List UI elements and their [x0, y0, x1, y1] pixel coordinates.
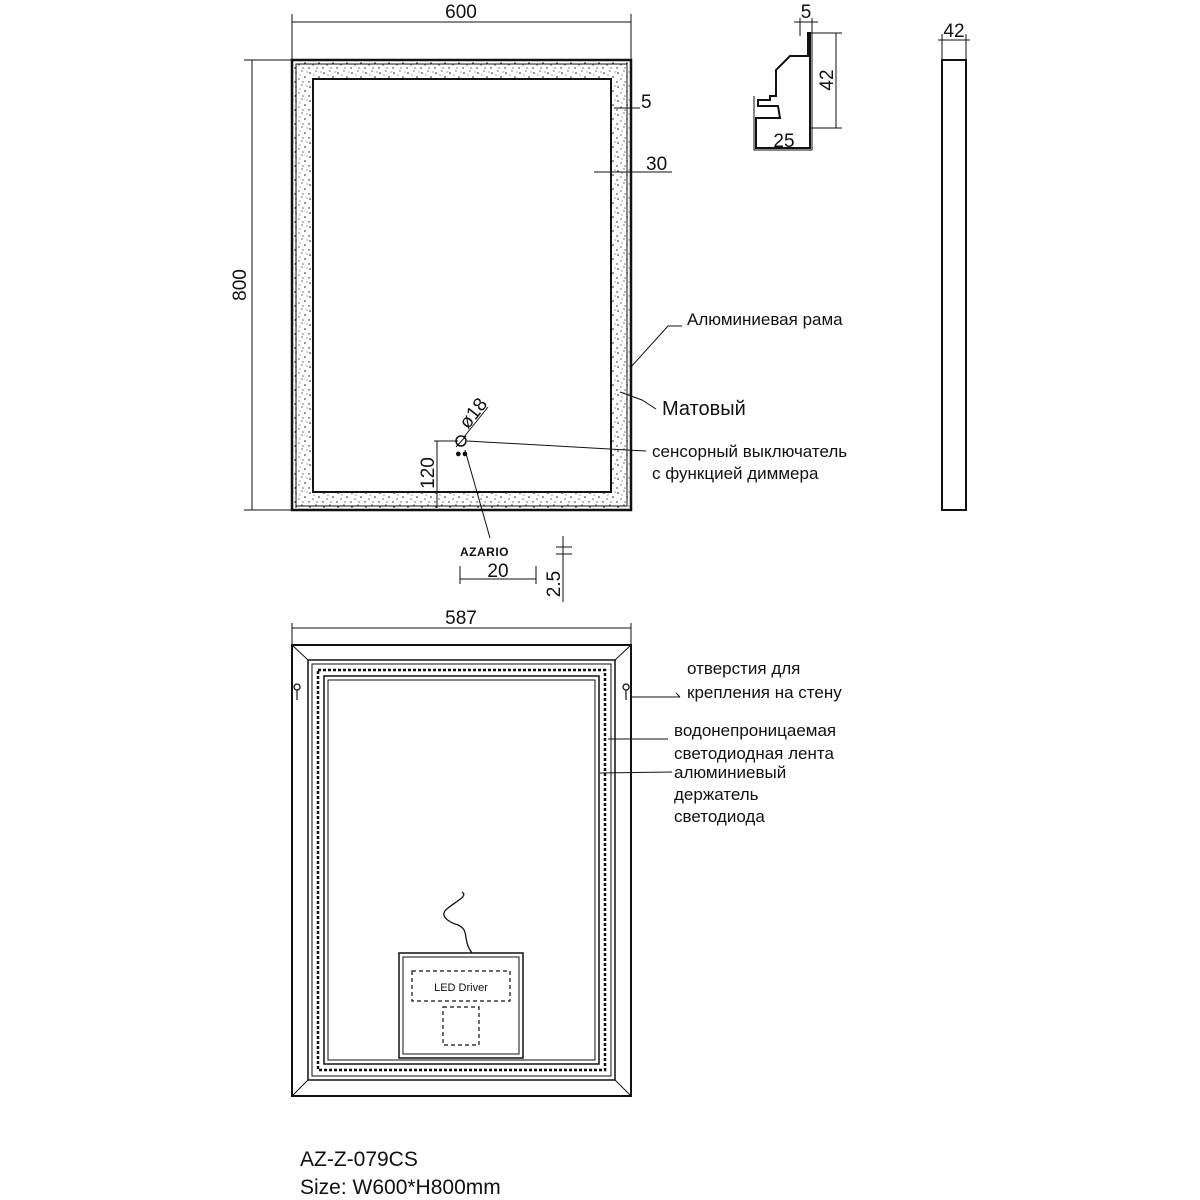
led-strip — [316, 668, 607, 1072]
touch-switch-label-line1: сенсорный выключатель — [652, 442, 847, 461]
led-holder-label-line1: алюминиевый — [674, 763, 786, 782]
width-dimension: 600 — [445, 2, 477, 23]
led-holder-label-line3: светодиода — [674, 807, 765, 826]
led-driver-label: LED Driver — [434, 982, 488, 994]
led-driver-module — [411, 970, 511, 1002]
led-holder — [323, 675, 600, 1065]
aluminium-frame-label: Алюминиевая рама — [687, 310, 843, 329]
back-width-dimension: 587 — [445, 608, 477, 629]
front-view: 600 800 5 30 ø18 120 ●● Алюминиевая рама — [230, 2, 847, 539]
led-holder-label-line2: держатель — [674, 785, 759, 804]
frame-dimension: 5 — [641, 92, 652, 113]
profile-outline — [755, 32, 811, 149]
logo-detail: AZARIO 20 2.5 — [459, 536, 572, 602]
logo-text: AZARIO — [460, 545, 509, 559]
led-driver-box — [398, 952, 524, 1059]
mount-hole-left-icon — [293, 683, 301, 700]
mount-hole-right-icon — [622, 683, 630, 700]
logo-height-dimension: 2.5 — [544, 571, 565, 597]
touch-switch-label-line2: с функцией диммера — [652, 464, 819, 483]
cable — [443, 891, 473, 954]
led-strip-label-line1: водонепроницаемая — [674, 721, 836, 740]
mount-holes-label-line2: крепления на стену — [687, 683, 842, 702]
profile-width-dimension: 25 — [773, 131, 794, 152]
back-outer-frame — [291, 644, 632, 1097]
footer: AZ-Z-079CS Size: W600*H800mm — [300, 1148, 501, 1199]
matte-label: Матовый — [662, 398, 746, 420]
back-view: 587 LED Driver отверстия для крепления н… — [291, 608, 842, 1097]
size-spec: Size: W600*H800mm — [300, 1176, 501, 1199]
led-strip-label-line2: светодиодная лента — [674, 744, 834, 763]
side-view: 42 — [938, 21, 970, 511]
driver-connector — [442, 1006, 480, 1046]
switch-offset-dimension: 120 — [418, 457, 439, 489]
side-profile — [941, 59, 967, 511]
frame-profile: 5 42 25 — [753, 2, 842, 152]
side-depth-dimension: 42 — [943, 21, 964, 42]
mount-holes-label-line1: отверстия для — [687, 659, 800, 678]
height-dimension: 800 — [230, 269, 251, 301]
profile-height-dimension: 42 — [817, 69, 838, 90]
mirror-glass — [312, 78, 612, 493]
profile-top-dimension: 5 — [801, 2, 812, 23]
border-dimension: 30 — [646, 154, 667, 175]
logo-width-dimension: 20 — [487, 561, 508, 582]
model-number: AZ-Z-079CS — [300, 1148, 418, 1171]
